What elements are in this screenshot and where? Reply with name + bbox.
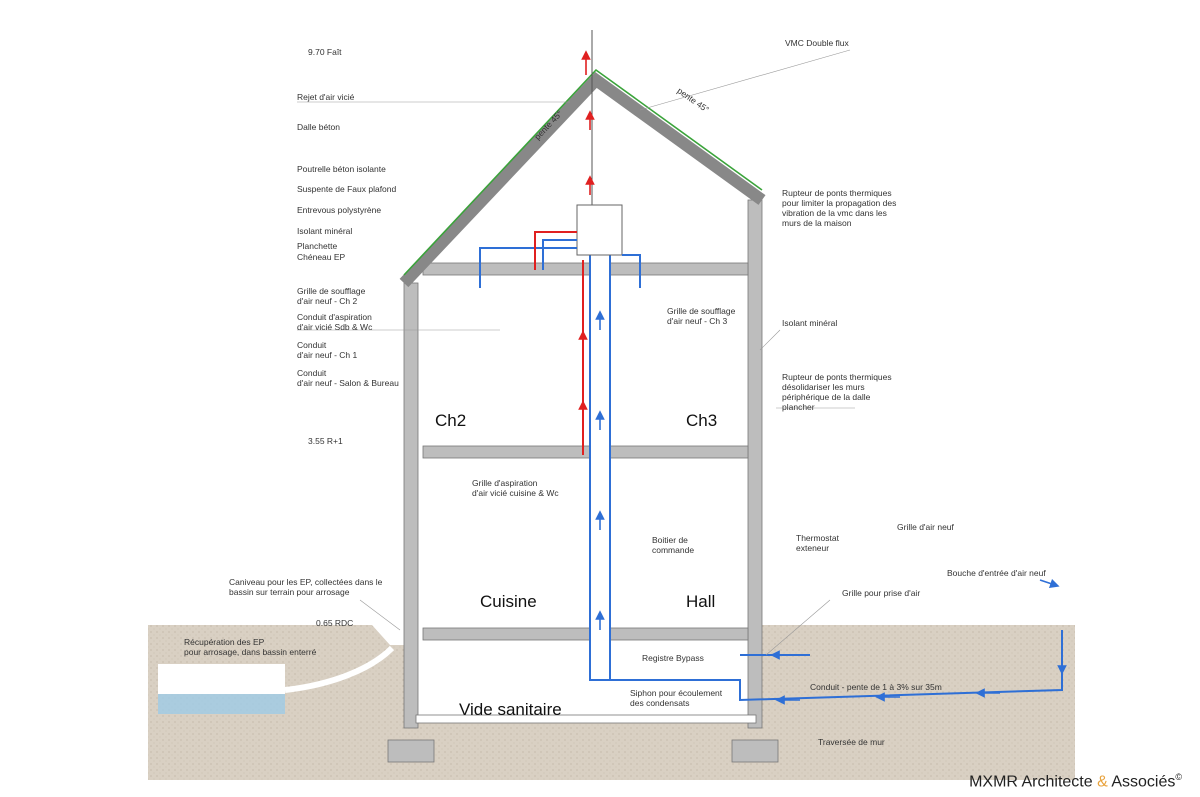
label-thermostat: Thermostat exteneur [796, 533, 839, 553]
label-grille-prise: Grille pour prise d'air [842, 588, 921, 598]
label-conduit-aspi: Conduit d'aspiration d'air vicié Sdb & W… [297, 312, 373, 332]
label-grille-souff-ch3: Grille de soufflage d'air neuf - Ch 3 [667, 306, 736, 326]
flow-arrows [578, 50, 1067, 705]
label-poutrelle: Poutrelle béton isolante [297, 164, 386, 174]
label-entrevous: Entrevous polystyrène [297, 205, 382, 215]
firm-name-part1: MXMR Architecte [969, 773, 1098, 790]
leader-lines [297, 49, 855, 656]
label-siphon: Siphon pour écoulement des condensats [630, 688, 723, 708]
label-recuperation: Récupération des EP pour arrosage, dans … [184, 637, 317, 657]
label-isolant-left: Isolant minéral [297, 226, 353, 236]
roof [399, 68, 766, 288]
label-grille-aspi: Grille d'aspiration d'air vicié cuisine … [472, 478, 559, 498]
label-dalle: Dalle béton [297, 122, 341, 132]
label-rejet: Rejet d'air vicié [297, 92, 355, 102]
vertical-ducts [576, 30, 623, 681]
label-caniveau: Caniveau pour les EP, collectées dans le… [229, 577, 383, 597]
label-conduit-salon: Conduit d'air neuf - Salon & Bureau [297, 368, 399, 388]
copyright-symbol: © [1175, 771, 1182, 782]
room-ch3: Ch3 [686, 411, 718, 430]
label-vmc: VMC Double flux [785, 38, 849, 48]
label-conduit-ch1: Conduit d'air neuf - Ch 1 [297, 340, 358, 360]
label-level-top: 9.70 Faît [308, 47, 342, 57]
room-cuisine: Cuisine [480, 592, 537, 611]
label-traversee: Traversée de mur [818, 737, 885, 747]
label-bouche: Bouche d'entrée d'air neuf [947, 568, 1046, 578]
attic-ducts [479, 231, 641, 288]
room-hall: Hall [686, 592, 716, 611]
structure [387, 199, 779, 763]
label-boitier: Boitier de commande [652, 535, 695, 555]
firm-name-part2: Associés [1107, 773, 1176, 790]
firm-credit: MXMR Architecte & Associés© [969, 772, 1182, 791]
rainwater-tank [158, 645, 395, 714]
label-level-rdc: 0.65 RDC [316, 618, 354, 628]
label-suspente: Suspente de Faux plafond [297, 184, 397, 194]
label-cheneau: Chéneau EP [297, 252, 346, 262]
label-isolant-right: Isolant minéral [782, 318, 838, 328]
label-grille-air-neuf: Grille d'air neuf [897, 522, 954, 532]
label-registre: Registre Bypass [642, 653, 704, 663]
label-conduit-pente: Conduit - pente de 1 à 3% sur 35m [810, 682, 942, 692]
firm-ampersand: & [1097, 773, 1108, 790]
label-rupteur-mid: Rupteur de ponts thermiques désolidarise… [782, 372, 892, 412]
label-grille-souff-ch2: Grille de soufflage d'air neuf - Ch 2 [297, 286, 366, 306]
label-rupteur-top: Rupteur de ponts thermiques pour limiter… [782, 188, 897, 228]
room-vide-sanitaire: Vide sanitaire [459, 700, 562, 719]
label-level-r1: 3.55 R+1 [308, 436, 343, 446]
room-ch2: Ch2 [435, 411, 467, 430]
label-planchette: Planchette [297, 241, 338, 251]
ground [148, 625, 1075, 780]
